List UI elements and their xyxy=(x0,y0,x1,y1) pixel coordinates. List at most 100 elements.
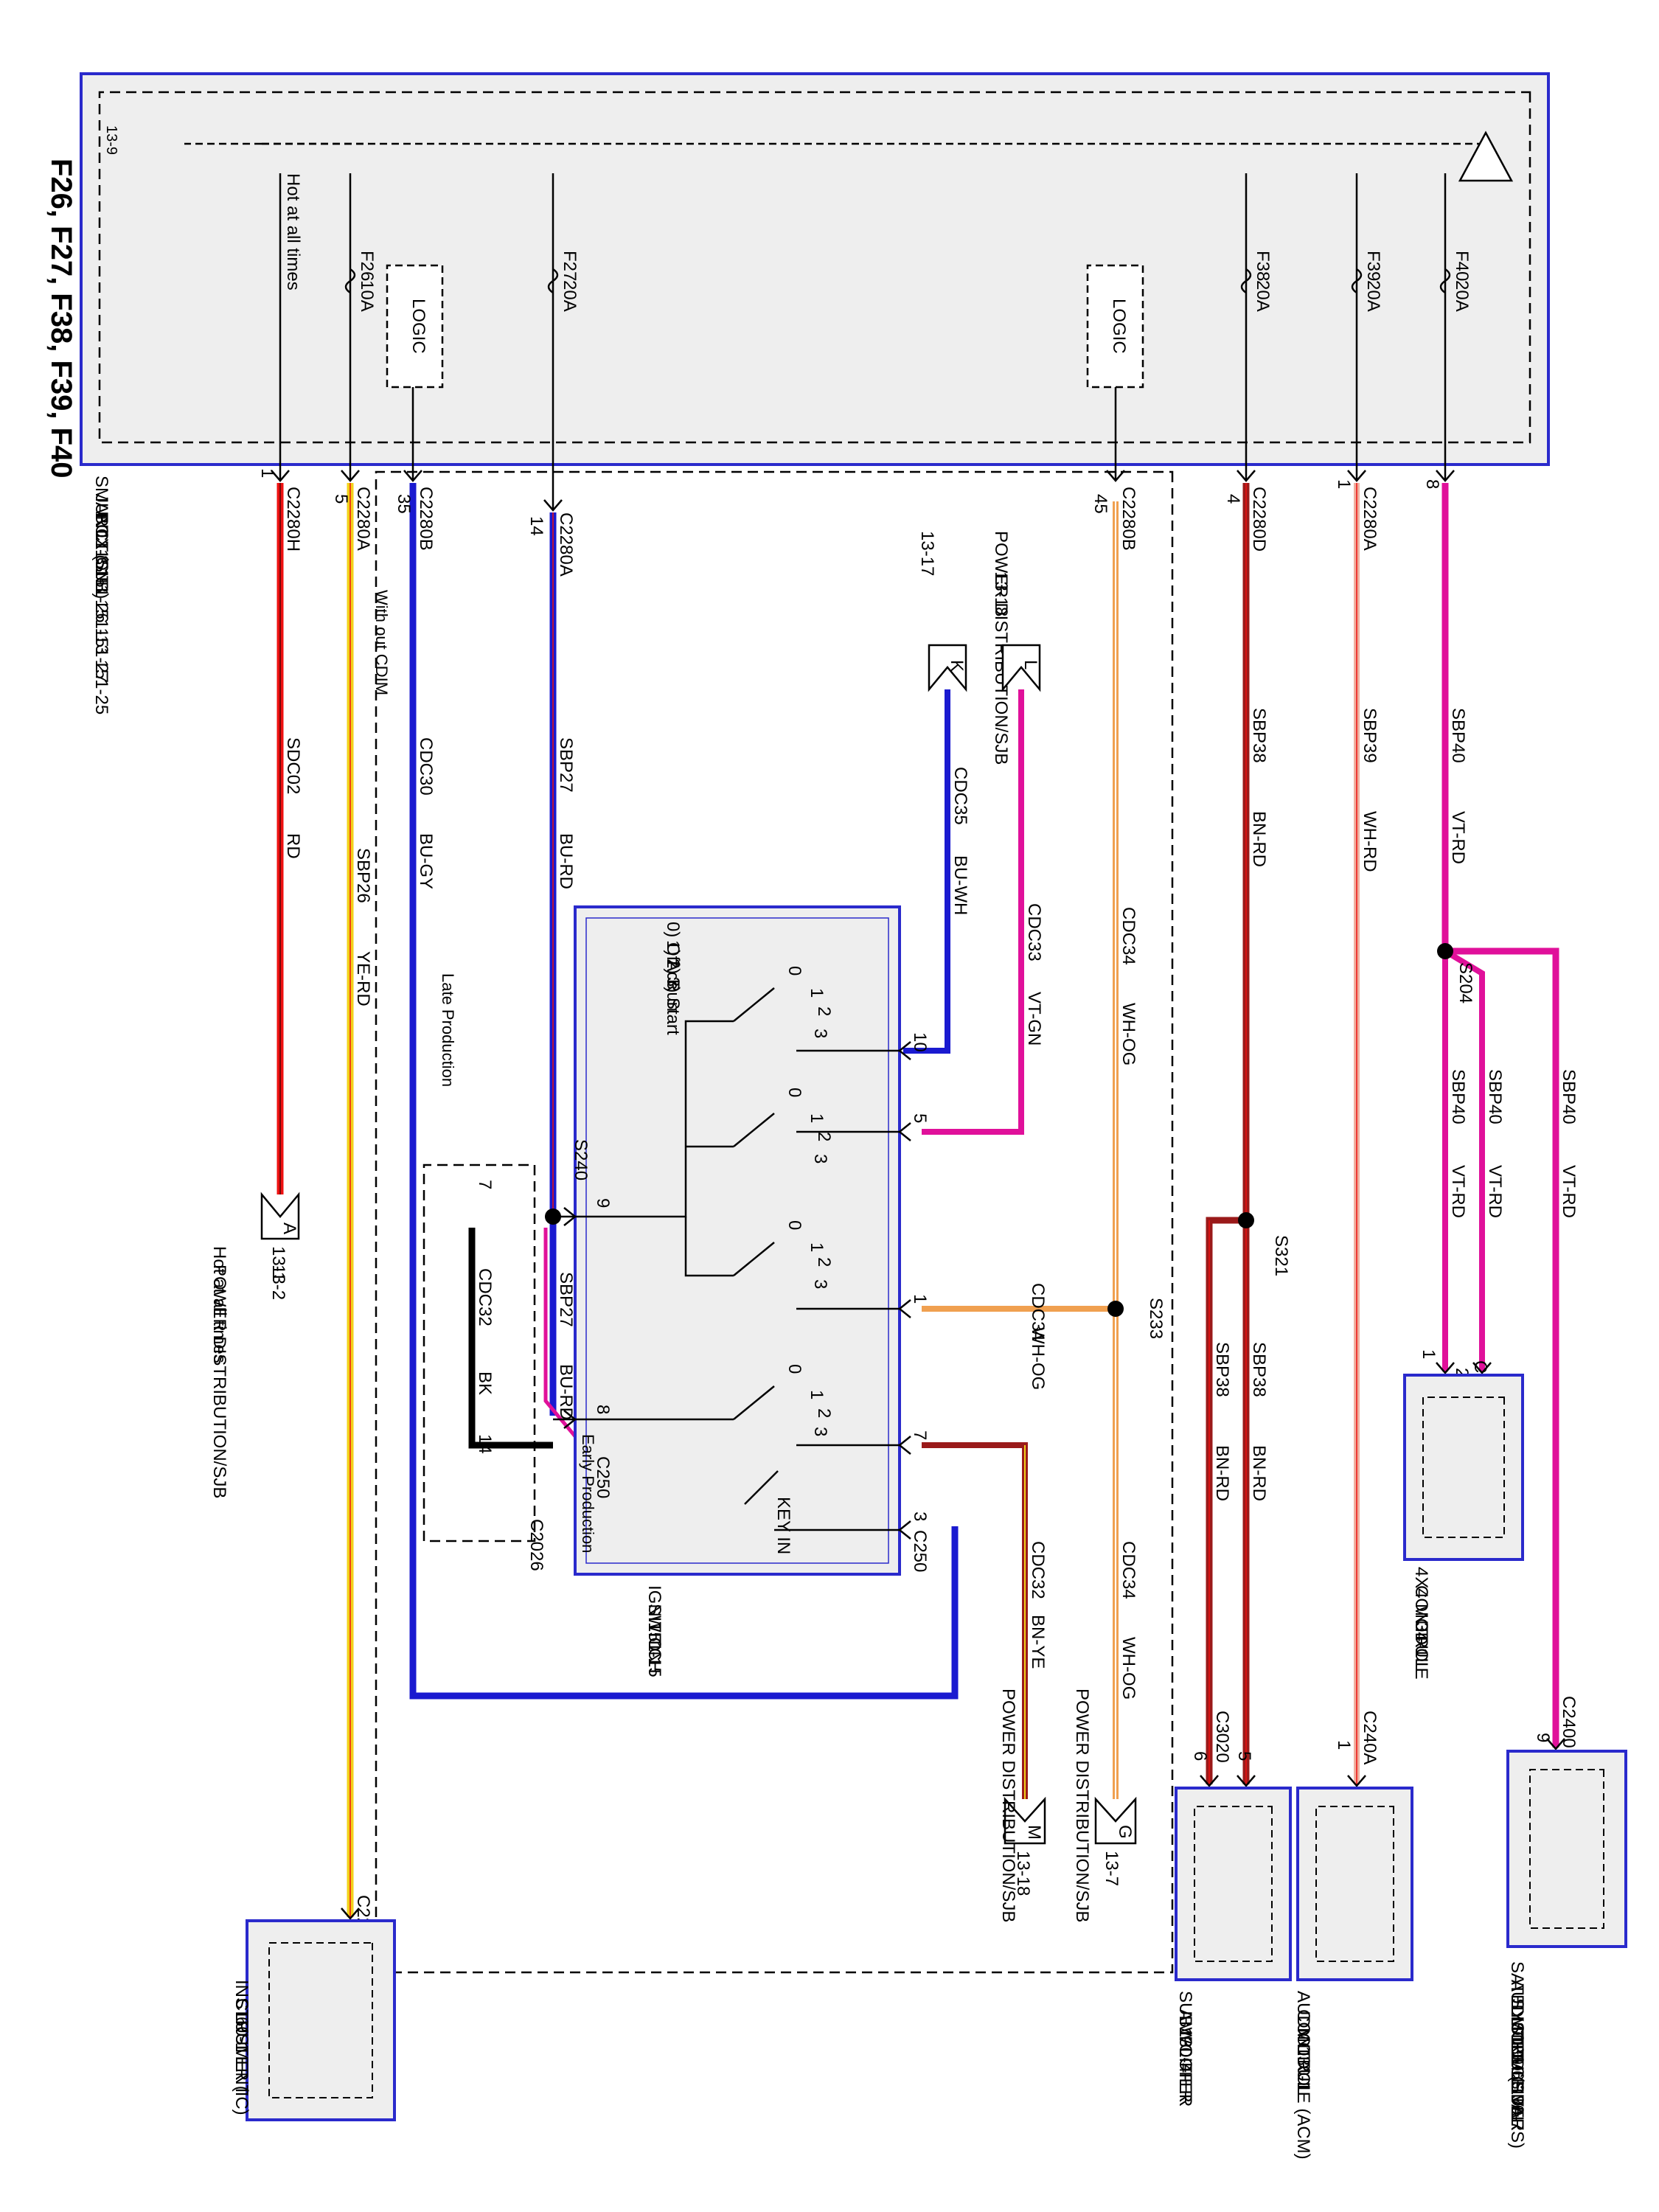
sbp40-a-circuit: SBP40 xyxy=(1448,1069,1468,1124)
sjb-name-1: SMART xyxy=(91,476,111,538)
c2280b-pin-2: 45 xyxy=(1091,494,1110,514)
pd-g-ref: 13-7 xyxy=(1102,1851,1121,1886)
sbp38-lower-color: BN-RD xyxy=(1249,1445,1269,1501)
c2280a-pin-1: 5 xyxy=(331,494,351,504)
sub-name-2: AMPLIFIER xyxy=(1175,2009,1195,2103)
ic-name-3: 60-1 xyxy=(232,2017,251,2052)
fuse-f39-rating: 20A xyxy=(1363,280,1383,312)
fuse-f40-name: F40 xyxy=(1452,251,1472,281)
sbp40-a-color: VT-RD xyxy=(1448,1165,1468,1218)
sjb-name-3: BOX (SJB) xyxy=(91,512,111,599)
fuse-f40-icon xyxy=(1439,268,1451,294)
wire-cdc33 xyxy=(922,689,1024,1135)
cdc35-color: BU-WH xyxy=(950,855,970,915)
pd-m-label: POWER DISTRIBUTION/SJB xyxy=(998,1688,1018,1922)
logic-box-upper xyxy=(386,264,444,389)
fourx4-name-2: CONTROL xyxy=(1411,1585,1431,1672)
cdc34-circuit: CDC34 xyxy=(1119,907,1138,965)
wire-cdc30 xyxy=(409,483,959,1700)
cdc30-color: BU-GY xyxy=(416,833,436,889)
fuse-f26-icon xyxy=(344,268,356,294)
c2400-label: C2400 xyxy=(1559,1696,1579,1748)
ign-pos-1: 1) Acc xyxy=(663,940,683,990)
page-title: F26, F27, F38, F39, F40 xyxy=(45,159,77,479)
late-production-note: Late Production xyxy=(439,973,457,1087)
svg-text:2: 2 xyxy=(814,1257,834,1267)
acm-name-4: 130-1 xyxy=(1293,2046,1313,2091)
fuse-f38-rating: 20A xyxy=(1253,280,1273,312)
fuse-f26-name: F26 xyxy=(357,251,377,281)
svg-text:0: 0 xyxy=(785,966,804,975)
splice-s204-label: S204 xyxy=(1455,962,1475,1004)
sjb-inner-dashed xyxy=(98,91,1531,444)
sbp38-color: BN-RD xyxy=(1249,811,1269,867)
pd-tag-l: L xyxy=(1001,644,1041,692)
c2280h-label: C2280H xyxy=(283,487,303,552)
cdc34-branch-color: WH-OG xyxy=(1028,1327,1048,1390)
cdc32b-color: BN-YE xyxy=(1028,1615,1048,1669)
c2280h-pin: 1 xyxy=(257,468,277,478)
pd-m-ref: 13-18 xyxy=(1013,1851,1033,1896)
c240a-pin: 1 xyxy=(1334,1740,1354,1750)
sjb-ref-1: 11-3 xyxy=(91,531,111,565)
logic-box-lower xyxy=(1086,264,1144,389)
fuse-f38-name: F38 xyxy=(1253,251,1273,281)
cdc32b-circuit: CDC32 xyxy=(1028,1541,1048,1599)
splice-s240-label: S240 xyxy=(571,1139,591,1180)
sdars-name-5: 130-6 130-7 xyxy=(1507,2035,1527,2130)
wire-sbp38-branch xyxy=(1206,1217,1246,1784)
sbp27-circuit: SBP27 xyxy=(556,737,576,793)
cdc34-color: WH-OG xyxy=(1119,1003,1138,1065)
wire-cdc35 xyxy=(903,689,950,1054)
c2280d-label: C2280D xyxy=(1249,487,1269,552)
sbp40-c-color: VT-RD xyxy=(1559,1165,1579,1218)
pd-tag-m: M xyxy=(1004,1796,1046,1845)
ign-pin-14: 14 xyxy=(475,1434,495,1454)
fuse-f39-name: F39 xyxy=(1363,251,1383,281)
c240a-label: C240A xyxy=(1360,1711,1380,1764)
logic-label-upper: LOGIC xyxy=(408,299,428,354)
pd-tag-k: K xyxy=(928,644,967,692)
sub-name-1: SUBWOOFER xyxy=(1175,1991,1195,2107)
fuse-f38-icon xyxy=(1240,268,1252,294)
ic-name-1: INSTRUMENT xyxy=(232,1980,251,2096)
acm-name-2: CONTROL xyxy=(1293,2009,1313,2096)
sbp40-b-circuit: SBP40 xyxy=(1485,1069,1505,1124)
c2280x-pin: 8 xyxy=(1422,479,1442,489)
ign-pin-5: 5 xyxy=(910,1113,930,1123)
sbp40-b-color: VT-RD xyxy=(1485,1165,1505,1218)
sbp38-branch-color: BN-RD xyxy=(1212,1445,1232,1501)
fourx4-name-1: 4X4 xyxy=(1411,1567,1431,1599)
sbp26-circuit: SBP26 xyxy=(353,848,373,903)
splice-s204 xyxy=(1437,943,1453,959)
ign-name-1: IGNITION xyxy=(644,1585,664,1664)
acm-name-3: MODULE (ACM) xyxy=(1293,2028,1313,2160)
sjb-box xyxy=(80,72,1550,466)
pd-l-ref-shown: 13-18 xyxy=(991,571,1011,616)
pd-a-label: POWER DISTRIBUTION/SJB xyxy=(209,1265,229,1498)
fuse-f27-rating: 20A xyxy=(560,280,580,312)
svg-text:L: L xyxy=(1020,660,1040,669)
ign-pin-7: 7 xyxy=(910,1430,930,1440)
sdc02-circuit: SDC02 xyxy=(283,737,303,794)
ign-pin-7b: 7 xyxy=(475,1180,495,1189)
sbp38-circuit: SBP38 xyxy=(1249,708,1269,763)
svg-text:2: 2 xyxy=(814,1408,834,1418)
pd-a-ref2: 13-2 xyxy=(268,1265,288,1300)
c2280a-label-2: C2280A xyxy=(556,512,576,577)
ign-pin-10: 10 xyxy=(910,1032,930,1052)
module-subwoofer xyxy=(1175,1787,1292,1981)
c2280a-label-1: C2280A xyxy=(353,487,373,551)
ign-pos-2: 2) Run xyxy=(663,959,683,1012)
svg-text:1: 1 xyxy=(807,1390,827,1399)
cdc33-circuit: CDC33 xyxy=(1024,903,1044,961)
c3020-label: C3020 xyxy=(1212,1711,1232,1763)
c2026-label: C2026 xyxy=(526,1519,546,1571)
ic-name-2: CLUSTER (IC) xyxy=(232,1998,251,2115)
svg-text:A: A xyxy=(279,1222,299,1234)
ignition-switch-contacts xyxy=(553,987,900,1531)
c3020-pin-2: 6 xyxy=(1190,1751,1210,1761)
sbp38-lower-circuit: SBP38 xyxy=(1249,1342,1269,1397)
